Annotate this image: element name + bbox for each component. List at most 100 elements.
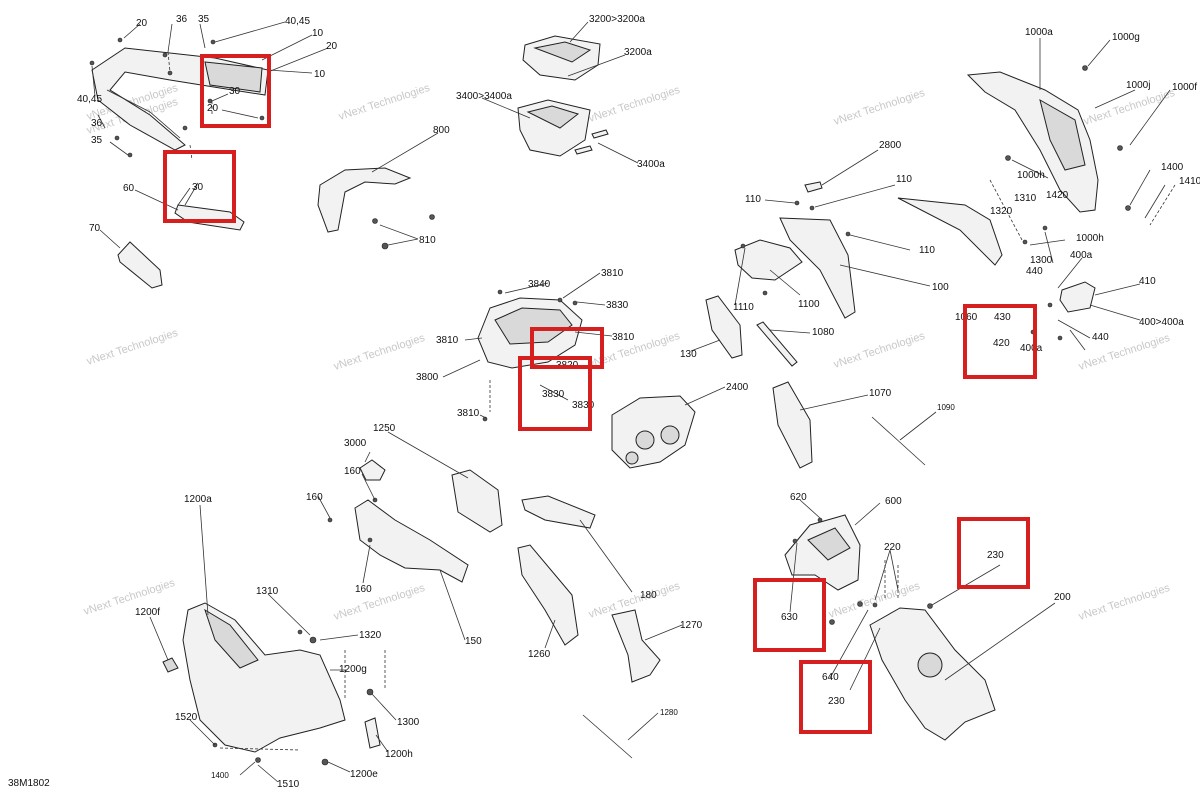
part-fascia-insert[interactable] [204, 61, 263, 93]
callout-36: 36 [91, 118, 103, 129]
part-1000a-cowl[interactable] [966, 71, 1099, 213]
console-assembly: 620 600 220 230 200 630 640 230 [781, 492, 1071, 741]
callout-35: 35 [91, 135, 103, 146]
callout-600: 600 [885, 496, 902, 507]
callout-1200h: 1200h [385, 749, 413, 760]
part-1100-bracket[interactable] [734, 239, 803, 281]
callout-3810: 3810 [436, 335, 459, 346]
highlight-boxes [163, 54, 1037, 734]
part-3400a-strap[interactable] [574, 145, 593, 155]
side-panel-assembly: 2800 110 110 110 1110 1100 100 130 1080 … [680, 140, 1086, 469]
highlight-box-630 [753, 578, 826, 652]
callout-160: 160 [344, 466, 361, 477]
callout-1270: 1270 [680, 620, 703, 631]
part-1250-panel[interactable] [451, 469, 503, 533]
part-3000-trim[interactable] [359, 459, 386, 481]
lower-left-assembly: 1200a 1200f 1310 1320 1200g 1300 1200h 1… [135, 494, 420, 790]
visor-assembly: 800 810 [317, 125, 450, 250]
callout-3830: 3830 [606, 300, 629, 311]
part-180-trim[interactable] [521, 495, 596, 529]
callout-2800: 2800 [879, 140, 902, 151]
callout-620: 620 [790, 492, 807, 503]
part-1260-panel[interactable] [517, 544, 579, 646]
part-front-fascia[interactable] [91, 47, 269, 151]
part-1060-panel[interactable] [897, 197, 1003, 266]
callout-30: 30 [229, 86, 241, 97]
callout-70: 70 [89, 223, 101, 234]
part-1270-bracket[interactable] [611, 609, 661, 683]
callout-400a: 400a [1020, 343, 1043, 354]
part-1070-strip[interactable] [772, 381, 813, 469]
callout-1310: 1310 [256, 586, 279, 597]
callout-1110: 1110 [733, 302, 754, 313]
part-60-cover[interactable] [174, 204, 245, 231]
part-100-side-panel[interactable] [779, 217, 856, 319]
callout-1260: 1260 [528, 649, 551, 660]
part-150-side-panel[interactable] [354, 499, 469, 583]
callout-2400: 2400 [726, 382, 749, 393]
part-1200a-lower-panel[interactable] [182, 602, 346, 753]
callout-3810: 3810 [601, 268, 624, 279]
part-70-trim[interactable] [117, 241, 163, 289]
watermark: vNext Technologies [332, 332, 427, 373]
callout-400a: 400a [1070, 250, 1093, 261]
callout-1100: 1100 [798, 299, 820, 310]
callout-1280: 1280 [660, 708, 678, 717]
callout-20: 20 [207, 103, 219, 114]
callout-230: 230 [987, 550, 1004, 561]
watermark: vNext Technologies [85, 327, 180, 368]
callout-35: 35 [198, 14, 210, 25]
callout-36: 36 [176, 14, 188, 25]
callout-440: 440 [1092, 332, 1109, 343]
callout-230: 230 [828, 696, 845, 707]
part-1200h-bracket[interactable] [364, 717, 381, 749]
part-130-trim[interactable] [705, 295, 743, 359]
callout-160: 160 [306, 492, 323, 503]
callout-1000h: 1000h [1017, 170, 1045, 181]
part-2400-headlight[interactable] [611, 395, 696, 469]
callout-20: 20 [136, 18, 148, 29]
part-2800-clip[interactable] [804, 181, 823, 193]
watermark: vNext Technologies [587, 84, 682, 125]
callout-3400a: 3400a [637, 159, 665, 170]
part-1200f-clip[interactable] [162, 657, 179, 673]
callout-3830: 3830 [542, 389, 565, 400]
callout-1000a: 1000a [1025, 27, 1053, 38]
watermarks: vNext Technologies vNext Technologies vN… [82, 82, 1177, 623]
callout-1000j: 1000j [1126, 80, 1150, 91]
callout-1200g: 1200g [339, 664, 367, 675]
part-400-mirror[interactable] [1059, 281, 1096, 313]
callout-40-45: 40,45 [285, 16, 310, 27]
callout-3810: 3810 [612, 332, 635, 343]
part-800-visor[interactable] [317, 167, 412, 233]
callout-1200f: 1200f [135, 607, 160, 618]
callout-110: 110 [745, 194, 761, 205]
callout-3800: 3800 [416, 372, 439, 383]
callout-1070: 1070 [869, 388, 892, 399]
callout-3830: 3830 [572, 400, 595, 411]
callout-3000: 3000 [344, 438, 367, 449]
callout-220: 220 [884, 542, 901, 553]
mirror-assembly: 1000a 1000g 1000j 1000f 1000h 1310 1420 … [955, 27, 1200, 354]
callout-60: 60 [123, 183, 135, 194]
callout-1400: 1400 [211, 771, 229, 780]
callout-1310: 1310 [1014, 193, 1037, 204]
callout-1080: 1080 [812, 327, 835, 338]
callout-3400-3400a: 3400>3400a [456, 91, 512, 102]
callout-130: 130 [680, 349, 697, 360]
callout-20: 20 [326, 41, 338, 52]
callout-1510: 1510 [277, 779, 300, 790]
callout-1320: 1320 [359, 630, 382, 641]
lower-panels-assembly: 1250 3000 160 160 160 150 180 1260 1270 … [306, 423, 703, 759]
callout-3840: 3840 [528, 279, 551, 290]
callout-810: 810 [419, 235, 436, 246]
part-3400a-strap[interactable] [591, 129, 609, 139]
callout-30: 30 [192, 182, 204, 193]
callout-3810: 3810 [457, 408, 480, 419]
part-1080-strip[interactable] [756, 321, 798, 367]
watermark: vNext Technologies [337, 82, 432, 123]
callout-1300: 1300 [397, 717, 420, 728]
watermark: vNext Technologies [832, 87, 927, 128]
highlight-box-230 [957, 517, 1030, 589]
